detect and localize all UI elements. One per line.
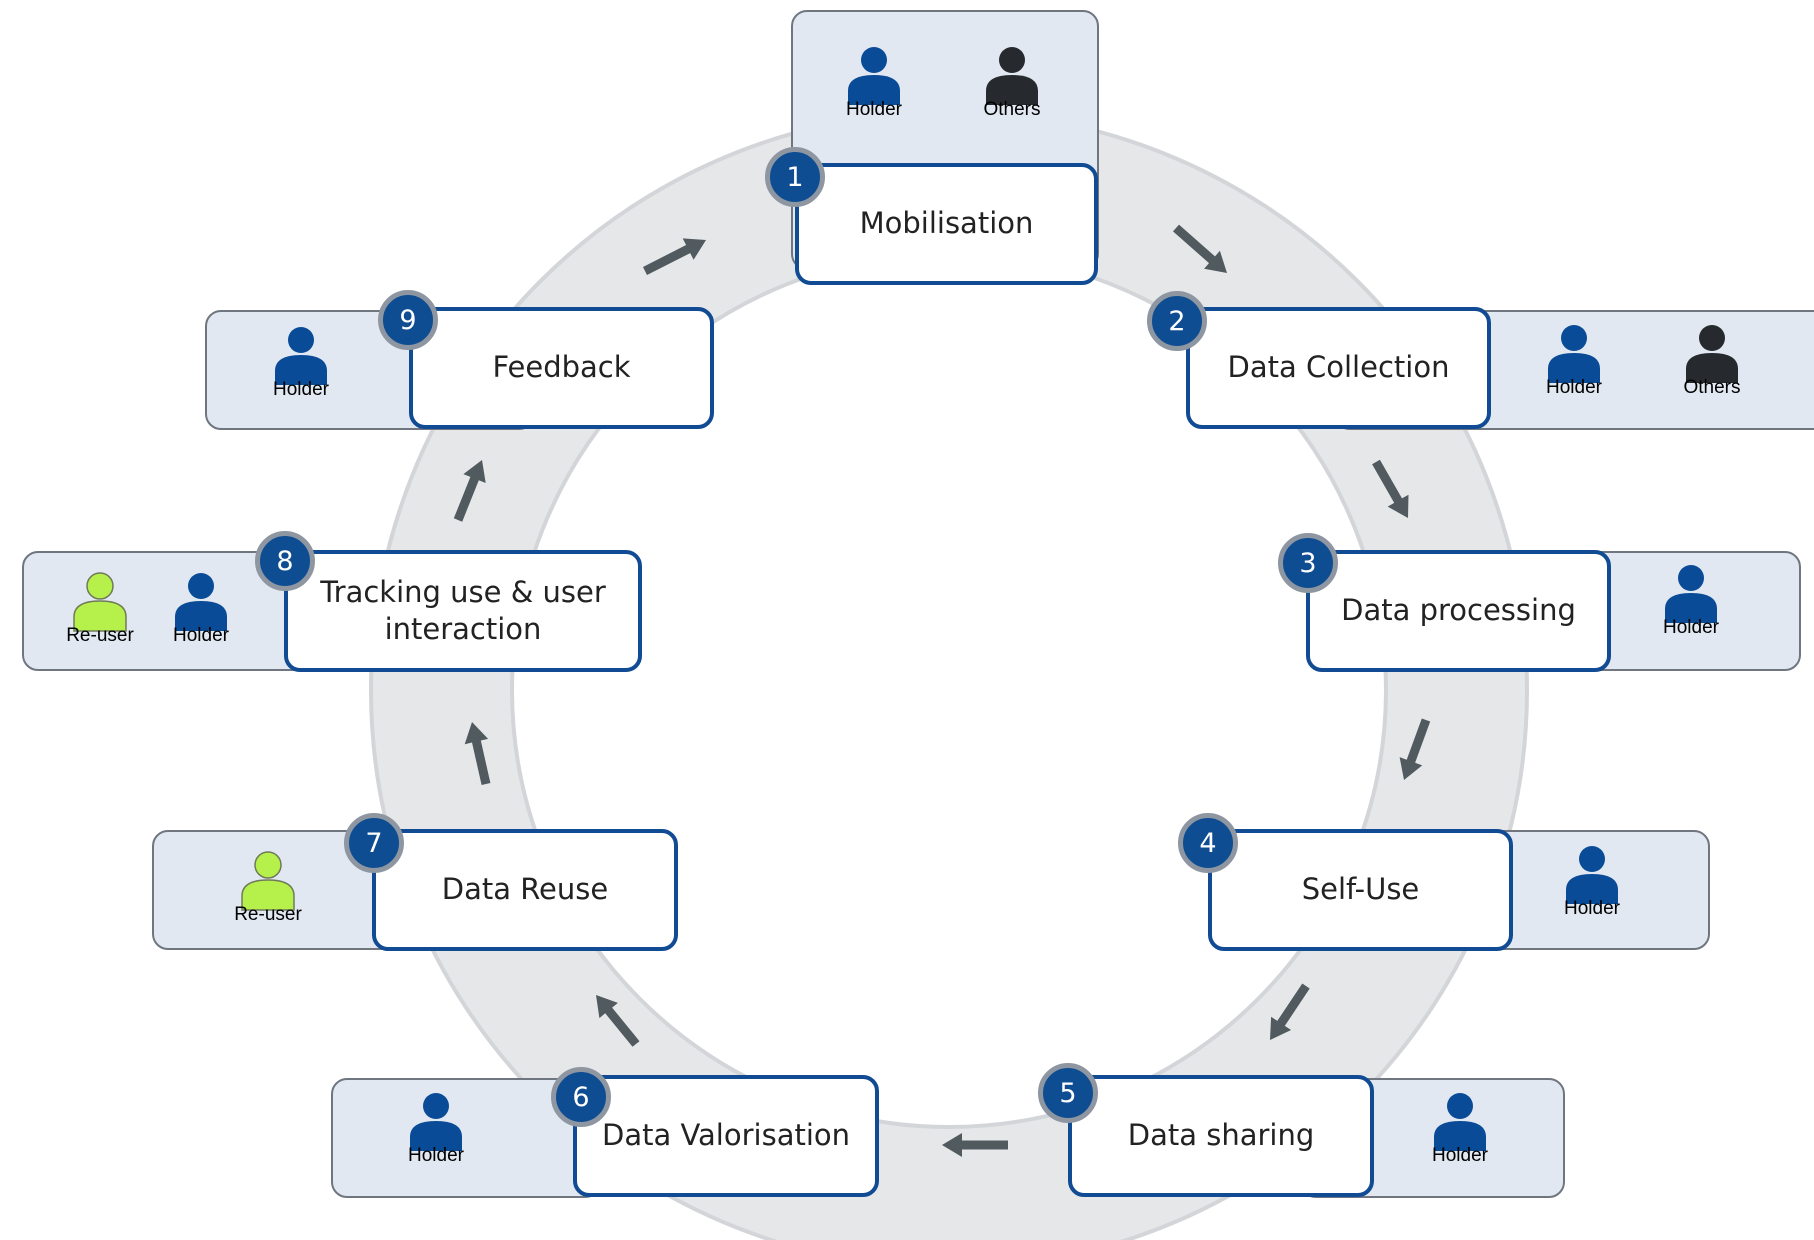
actor-label: Re-user	[234, 904, 302, 925]
holder-person-icon	[1566, 846, 1618, 904]
flow-arrow-3-to-4	[1399, 718, 1431, 780]
actor-label: Others	[1683, 377, 1741, 398]
stage-9-box: Feedback	[409, 307, 714, 429]
actor-label: Holder	[1564, 898, 1620, 919]
stage-6-actor: Holder	[394, 1091, 478, 1171]
holder-person-icon	[848, 47, 900, 105]
actor-label: Holder	[1546, 377, 1602, 398]
stage-9-number-badge: 9	[378, 290, 438, 350]
flow-arrow-5-to-6	[942, 1133, 1008, 1157]
actor-label: Holder	[1432, 1145, 1488, 1166]
stage-label: Data Reuse	[441, 872, 609, 907]
stage-label: Tracking use & user interaction	[320, 574, 606, 646]
holder-person-icon	[275, 327, 327, 385]
reuser-person-icon	[241, 851, 295, 911]
stage-3-box: Data processing	[1306, 550, 1611, 672]
stage-label: Feedback	[492, 350, 631, 385]
stage-5-number-badge: 5	[1038, 1063, 1098, 1123]
flow-arrow-6-to-7	[596, 995, 640, 1047]
reuser-person-icon	[73, 572, 127, 632]
stage-3-number-badge: 3	[1278, 533, 1338, 593]
others-person-icon	[1686, 325, 1738, 383]
stage-8-box: Tracking use & user interaction	[284, 550, 642, 672]
flow-arrow-7-to-8	[464, 722, 491, 785]
flow-arrow-9-to-1	[643, 238, 706, 275]
actor-label: Re-user	[66, 625, 134, 646]
others-person-icon	[986, 47, 1038, 105]
holder-person-icon	[1434, 1093, 1486, 1151]
actor-label: Others	[983, 99, 1041, 120]
stage-3-actor: Holder	[1649, 563, 1733, 643]
stage-2-actor: Others	[1670, 323, 1754, 403]
actor-label: Holder	[173, 625, 229, 646]
stage-4-actor: Holder	[1550, 844, 1634, 924]
stage-8-actor: Holder	[159, 571, 243, 651]
flow-arrow-8-to-9	[453, 460, 486, 522]
stage-label: Self-Use	[1301, 872, 1420, 907]
stage-4-number-badge: 4	[1178, 813, 1238, 873]
holder-person-icon	[1548, 325, 1600, 383]
stage-6-number-badge: 6	[551, 1067, 611, 1127]
actor-label: Holder	[1663, 617, 1719, 638]
stage-1-number-badge: 1	[765, 147, 825, 207]
stage-5-actor: Holder	[1418, 1091, 1502, 1171]
stage-1-box: Mobilisation	[795, 163, 1098, 285]
holder-person-icon	[410, 1093, 462, 1151]
stage-label: Data processing	[1341, 593, 1576, 628]
stage-8-actor: Re-user	[58, 571, 142, 651]
stage-1-actor: Holder	[832, 45, 916, 125]
stage-6-box: Data Valorisation	[573, 1075, 879, 1197]
stage-7-box: Data Reuse	[372, 829, 678, 951]
stage-8-number-badge: 8	[255, 531, 315, 591]
stage-label: Data Valorisation	[601, 1118, 851, 1153]
stage-7-actor: Re-user	[226, 850, 310, 930]
actor-label: Holder	[846, 99, 902, 120]
stage-label: Mobilisation	[859, 206, 1034, 241]
stage-4-box: Self-Use	[1208, 829, 1513, 951]
stage-2-box: Data Collection	[1186, 307, 1491, 429]
actor-label: Holder	[408, 1145, 464, 1166]
stage-5-box: Data sharing	[1068, 1075, 1374, 1197]
stage-9-actor: Holder	[259, 325, 343, 405]
flow-arrow-2-to-3	[1372, 459, 1409, 518]
stage-2-number-badge: 2	[1147, 291, 1207, 351]
stage-label: Data sharing	[1127, 1118, 1315, 1153]
stage-label: Data Collection	[1227, 350, 1450, 385]
flow-arrow-4-to-5	[1270, 983, 1310, 1040]
actor-label: Holder	[273, 379, 329, 400]
flow-arrow-1-to-2	[1173, 224, 1227, 273]
holder-person-icon	[175, 573, 227, 631]
stage-2-actor: Holder	[1532, 323, 1616, 403]
stage-1-actor: Others	[970, 45, 1054, 125]
stage-7-number-badge: 7	[344, 813, 404, 873]
holder-person-icon	[1665, 565, 1717, 623]
